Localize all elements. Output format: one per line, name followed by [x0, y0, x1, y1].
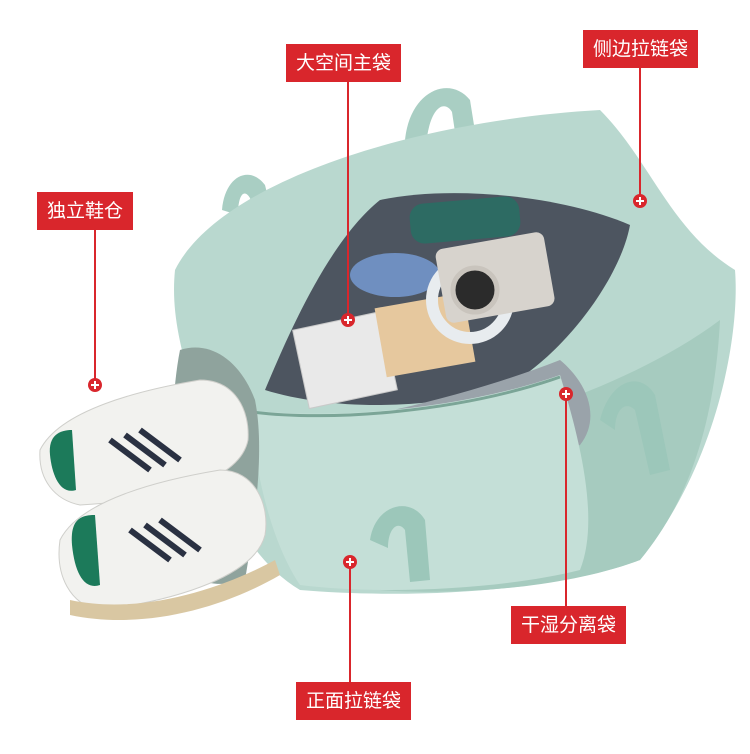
- callout-lines: [94, 68, 641, 682]
- sneaker-sole: [70, 560, 280, 621]
- plus-marker-icon: [341, 313, 355, 327]
- front-zipper-pocket: [250, 375, 589, 590]
- callout-wet-dry-pocket: 干湿分离袋: [511, 606, 627, 644]
- plus-marker-icon: [633, 194, 647, 208]
- front-handle-left: [370, 506, 430, 582]
- camera-lens: [450, 265, 500, 315]
- callout-main-compartment: 大空间主袋: [286, 44, 402, 82]
- callout-side-zipper-pocket: 侧边拉链袋: [583, 30, 699, 68]
- sneaker-stripes: [108, 427, 182, 473]
- plus-marker-icon: [343, 555, 357, 569]
- front-handle-right: [600, 381, 670, 475]
- callout-shoe-compartment: 独立鞋仓: [37, 192, 134, 230]
- callout-front-zipper-pocket: 正面拉链袋: [296, 682, 412, 720]
- plus-marker-icon: [559, 387, 573, 401]
- water-bottle: [409, 196, 521, 244]
- sneaker-heel-tab: [71, 515, 100, 586]
- sneaker-upper: [39, 379, 249, 506]
- callout-markers: [88, 194, 647, 569]
- plus-marker-icon: [88, 378, 102, 392]
- sneaker-heel-tab: [49, 430, 76, 491]
- zipper-line: [251, 375, 561, 418]
- umbrella: [350, 253, 440, 297]
- sneaker-stripes: [128, 517, 202, 563]
